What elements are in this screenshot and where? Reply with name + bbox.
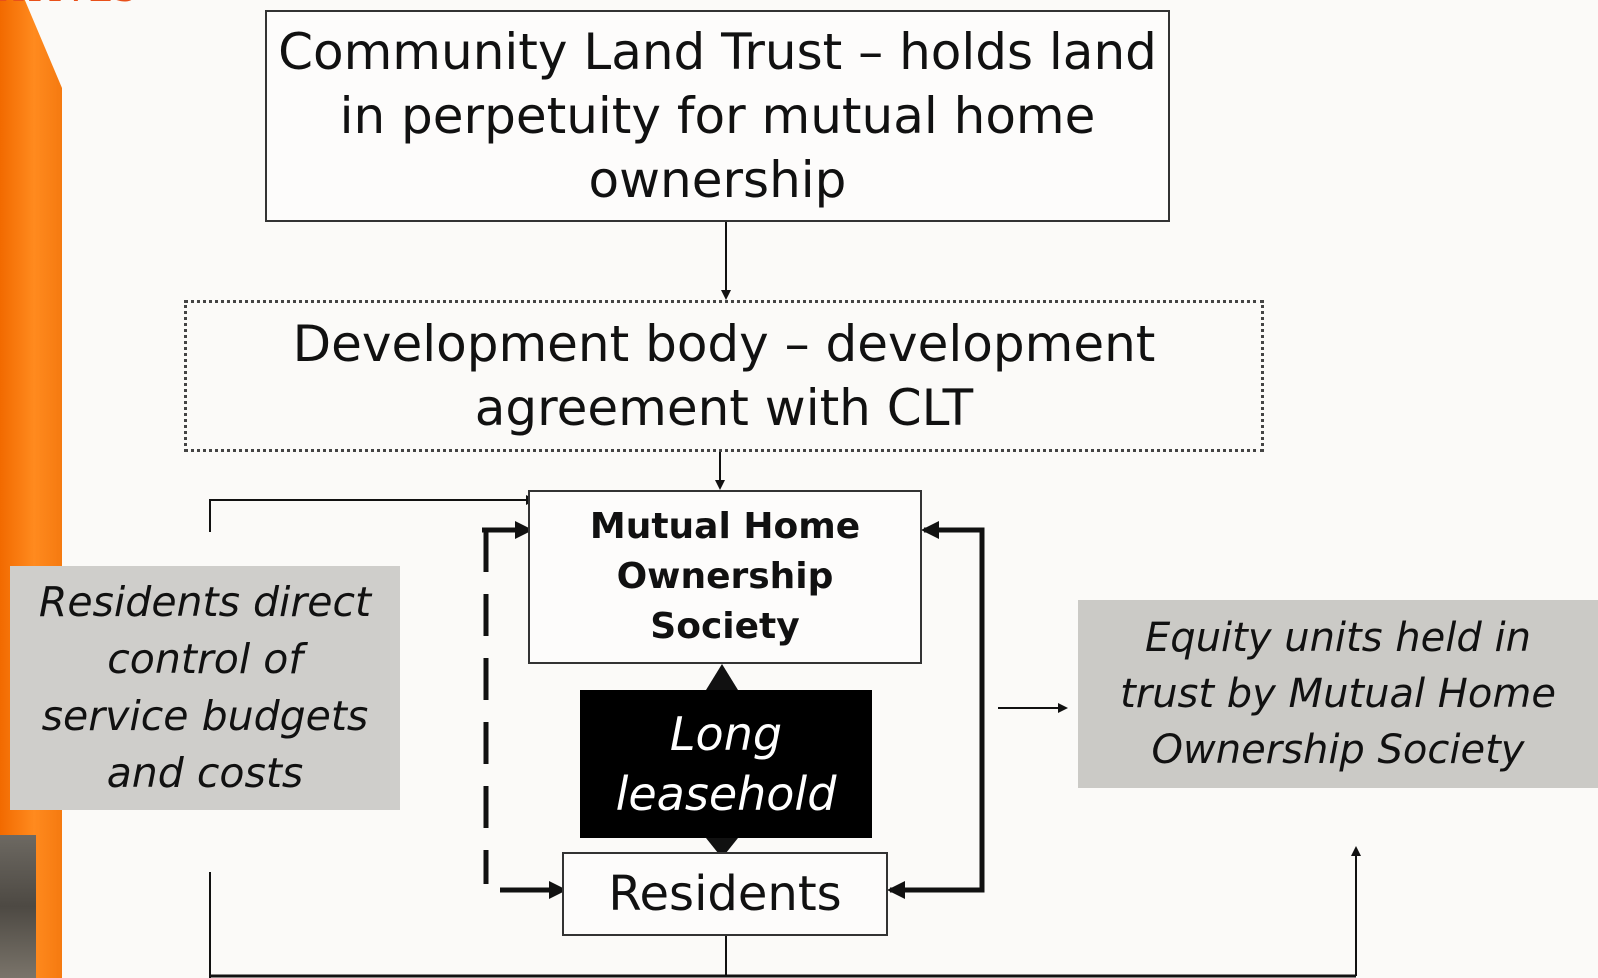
equity-units-note: Equity units held in trust by Mutual Hom… bbox=[1078, 600, 1598, 788]
right-note-line-2: trust by Mutual Home bbox=[1120, 671, 1556, 717]
development-line-2: agreement with CLT bbox=[474, 379, 974, 437]
right-note-line-1: Equity units held in bbox=[1145, 615, 1531, 661]
mutual-home-ownership-society-box: Mutual Home Ownership Society bbox=[528, 490, 922, 664]
residents-control-note: Residents direct control of service budg… bbox=[10, 566, 400, 810]
right-note-line-3: Ownership Society bbox=[1151, 727, 1525, 773]
right-bracket-line bbox=[908, 527, 985, 893]
community-land-trust-box: Community Land Trust – holds land in per… bbox=[265, 10, 1170, 222]
leasehold-line-1: Long bbox=[669, 707, 783, 761]
mhos-line-3: Society bbox=[650, 606, 800, 647]
slide-header-fragment: ATIVES bbox=[0, 0, 200, 14]
mhos-line-1: Mutual Home bbox=[589, 506, 861, 547]
leasehold-arrowhead-up bbox=[706, 664, 738, 690]
leasehold-arrowhead-down bbox=[706, 838, 738, 858]
left-note-line-2: control of bbox=[107, 635, 303, 683]
mhos-line-2: Ownership bbox=[616, 556, 834, 597]
clt-line-1: Community Land Trust – holds land bbox=[278, 23, 1157, 81]
development-body-box: Development body – development agreement… bbox=[184, 300, 1264, 452]
clt-line-2: in perpetuity for mutual home bbox=[339, 87, 1096, 145]
development-line-1: Development body – development bbox=[292, 315, 1156, 373]
clt-line-3: ownership bbox=[588, 151, 847, 209]
left-note-line-3: service budgets bbox=[41, 692, 369, 740]
long-leasehold-box: Long leasehold bbox=[580, 690, 872, 838]
residents-box: Residents bbox=[562, 852, 888, 936]
arrow-left-note-to-mhos bbox=[209, 495, 536, 532]
photo-strip bbox=[0, 835, 36, 978]
orange-side-bar bbox=[0, 0, 62, 978]
left-note-line-1: Residents direct bbox=[38, 578, 372, 626]
left-note-line-4: and costs bbox=[106, 749, 304, 797]
leasehold-line-2: leasehold bbox=[615, 767, 837, 821]
residents-label: Residents bbox=[608, 866, 842, 922]
